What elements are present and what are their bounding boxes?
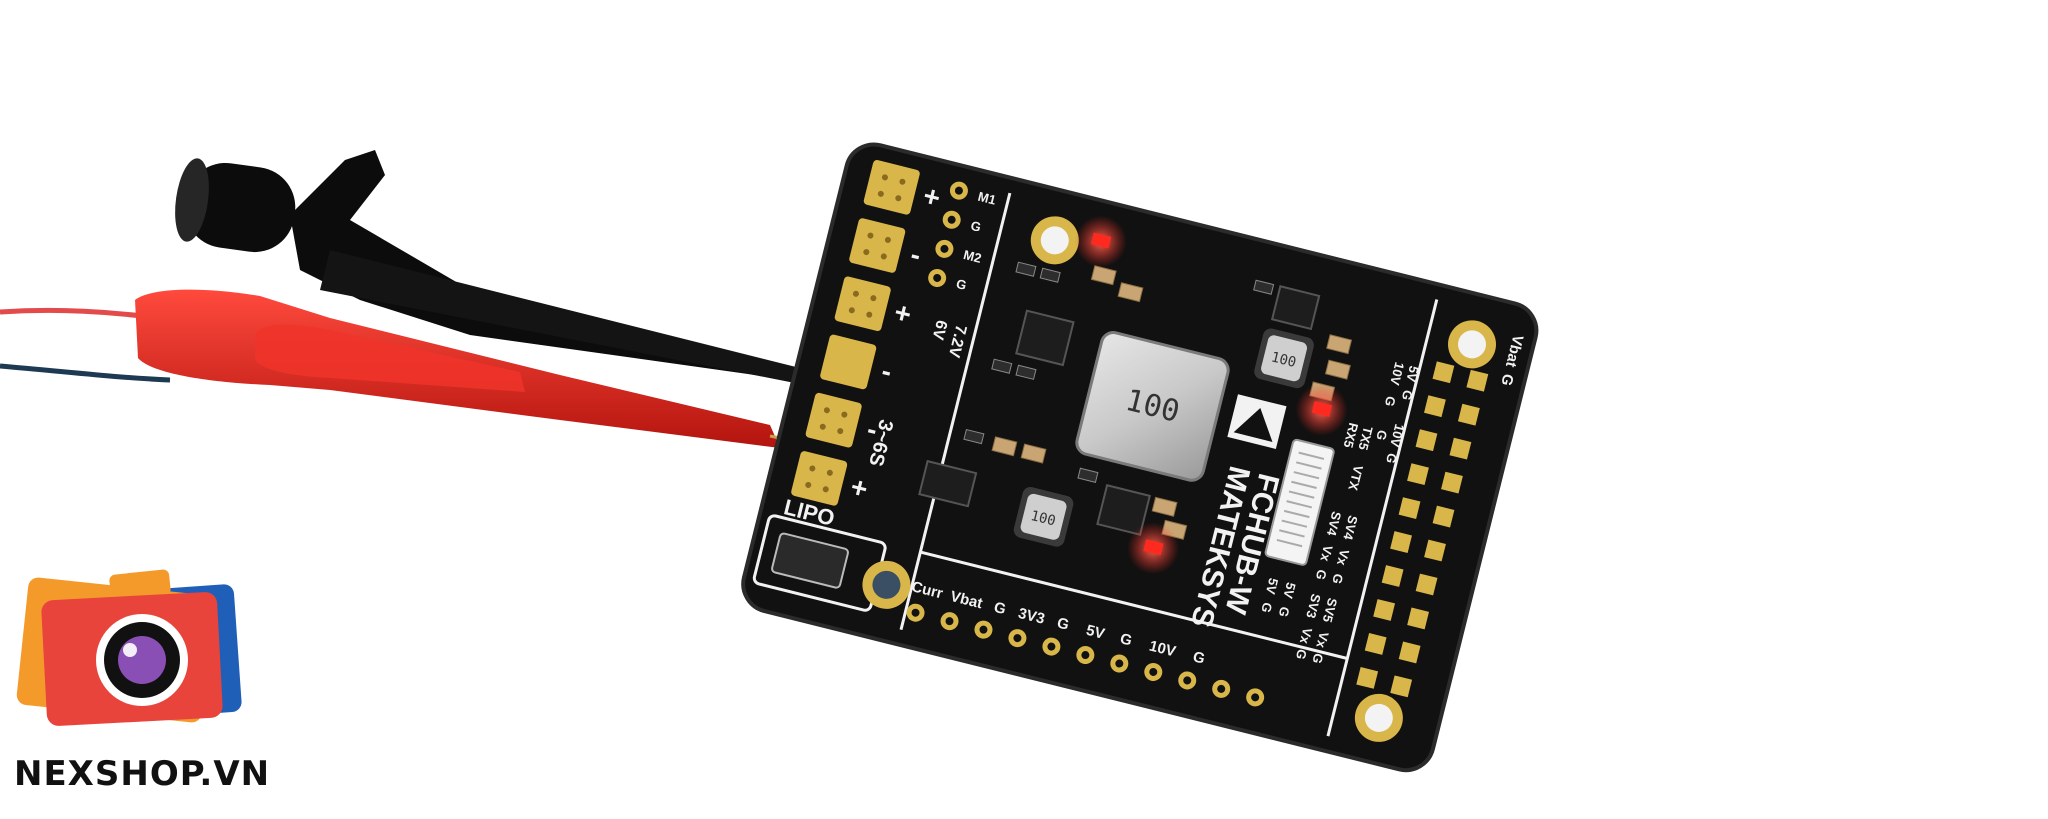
pcb-edge xyxy=(741,142,1539,773)
black-probe-cap xyxy=(175,158,209,242)
bottom-pad-label: 5V xyxy=(1084,622,1106,643)
servo-label: SV3 xyxy=(1303,592,1324,619)
resistor xyxy=(1077,467,1099,483)
mountain-icon xyxy=(1233,408,1273,442)
camera-lens-inner xyxy=(118,636,166,684)
pad-lipo-negative xyxy=(805,392,862,448)
inductor-value: 100 xyxy=(1269,349,1297,371)
bottom-pad-label: G xyxy=(1191,648,1206,667)
servo-label: SV5 xyxy=(1320,596,1341,623)
polarity-mark: + xyxy=(920,180,943,214)
pad-label: G xyxy=(955,276,968,293)
bottom-pad-label: 10V xyxy=(1147,638,1177,661)
resistor xyxy=(1015,261,1037,277)
resistor xyxy=(1039,267,1061,283)
test-probes xyxy=(0,150,823,448)
vbat-ground-label: G xyxy=(1497,372,1516,387)
ribbon-connector xyxy=(1264,438,1335,566)
regulator-ic xyxy=(1270,285,1321,331)
current-shunt xyxy=(771,532,849,589)
connector-label: G xyxy=(1382,395,1399,408)
black-probe-tip xyxy=(320,250,800,384)
black-probe-barrel xyxy=(184,162,296,253)
polarity-mark: + xyxy=(891,296,914,330)
servo-label: Vx xyxy=(1297,626,1316,646)
camera-icon xyxy=(16,569,242,726)
main-inductor xyxy=(1075,331,1230,482)
servo-label: Vx xyxy=(1334,548,1353,568)
connector-label: G xyxy=(1399,389,1416,402)
led-red xyxy=(1311,400,1333,417)
regulator-ic xyxy=(1015,309,1075,367)
polarity-mark: + xyxy=(848,471,871,505)
right-pad-columns xyxy=(1356,361,1489,698)
resistor xyxy=(1253,279,1275,295)
servo-label: G xyxy=(1329,572,1346,585)
pad-label: M2 xyxy=(962,247,983,266)
servo-label: Vx xyxy=(1317,544,1336,564)
camera-flash-bump xyxy=(109,569,171,601)
connector-label: TX5 xyxy=(1355,425,1375,452)
capacitor xyxy=(1090,265,1117,286)
pdb-board: + - + - - + LIPO 3~6S 6V 7.2V M1 G M2 G xyxy=(741,142,1539,773)
capacitor xyxy=(1151,496,1178,517)
pad-m1-positive xyxy=(863,160,920,215)
capacitor xyxy=(1324,359,1351,380)
servo-label: SV4 xyxy=(1340,514,1361,542)
mounting-holes xyxy=(862,216,1497,742)
servo-label: G xyxy=(1313,568,1330,581)
camera-lens-highlight xyxy=(123,643,137,657)
inductor-value: 100 xyxy=(1029,508,1057,530)
servo-label: 5V xyxy=(1263,577,1281,596)
watermark-text: NEXSHOP.VN xyxy=(14,754,271,794)
servo-label: SV4 xyxy=(1324,510,1345,538)
pad-m2-negative xyxy=(820,334,877,390)
connector-label: VTX xyxy=(1345,464,1366,492)
pad-label: G xyxy=(969,218,982,235)
bottom-pad-label: G xyxy=(992,599,1007,618)
red-probe-sleeve xyxy=(255,324,525,392)
capacitor xyxy=(1326,334,1353,355)
pad-label: M1 xyxy=(976,189,997,208)
pad-m2-positive xyxy=(834,276,891,332)
servo-label: G xyxy=(1309,652,1326,665)
bottom-pad-label: G xyxy=(1055,615,1070,634)
bottom-pad-row xyxy=(906,603,1265,707)
resistor xyxy=(963,428,985,445)
silkscreen-lines xyxy=(752,192,1439,737)
led-red xyxy=(1143,539,1164,556)
servo-label: G xyxy=(1276,605,1293,618)
led-red xyxy=(1090,232,1112,249)
status-leds xyxy=(1074,215,1348,575)
connector-label: G xyxy=(1383,452,1400,465)
regulator-ic xyxy=(1096,484,1151,536)
connector-label: RX5 xyxy=(1341,421,1362,449)
bottom-pad-label: 3V3 xyxy=(1016,605,1046,628)
capacitor xyxy=(991,436,1018,457)
components: 100 100 100 xyxy=(771,215,1353,589)
pad-lipo-positive xyxy=(791,451,848,506)
connector-label: G xyxy=(1373,429,1390,442)
connector-label: 10V xyxy=(1387,361,1407,387)
servo-label: Vx xyxy=(1313,630,1332,650)
pad-vias xyxy=(805,174,906,493)
servo-label: G xyxy=(1293,648,1310,661)
regulator-ic xyxy=(918,459,978,508)
resistor xyxy=(1015,364,1037,380)
capacitor xyxy=(1117,282,1144,303)
capacitor xyxy=(1020,443,1047,464)
bec-label-6v: 6V xyxy=(929,318,950,341)
servo-label: G xyxy=(1258,601,1275,614)
dark-lead-wire xyxy=(0,363,171,383)
connector-label: 10V xyxy=(1387,422,1407,448)
pad-m1-negative xyxy=(849,218,906,273)
connector-label: 5V xyxy=(1403,364,1421,383)
power-pads xyxy=(791,160,920,506)
bottom-pad-label: G xyxy=(1118,630,1133,649)
servo-label: 5V xyxy=(1280,581,1298,600)
resistor xyxy=(991,358,1013,374)
top-signal-pads xyxy=(928,181,968,287)
